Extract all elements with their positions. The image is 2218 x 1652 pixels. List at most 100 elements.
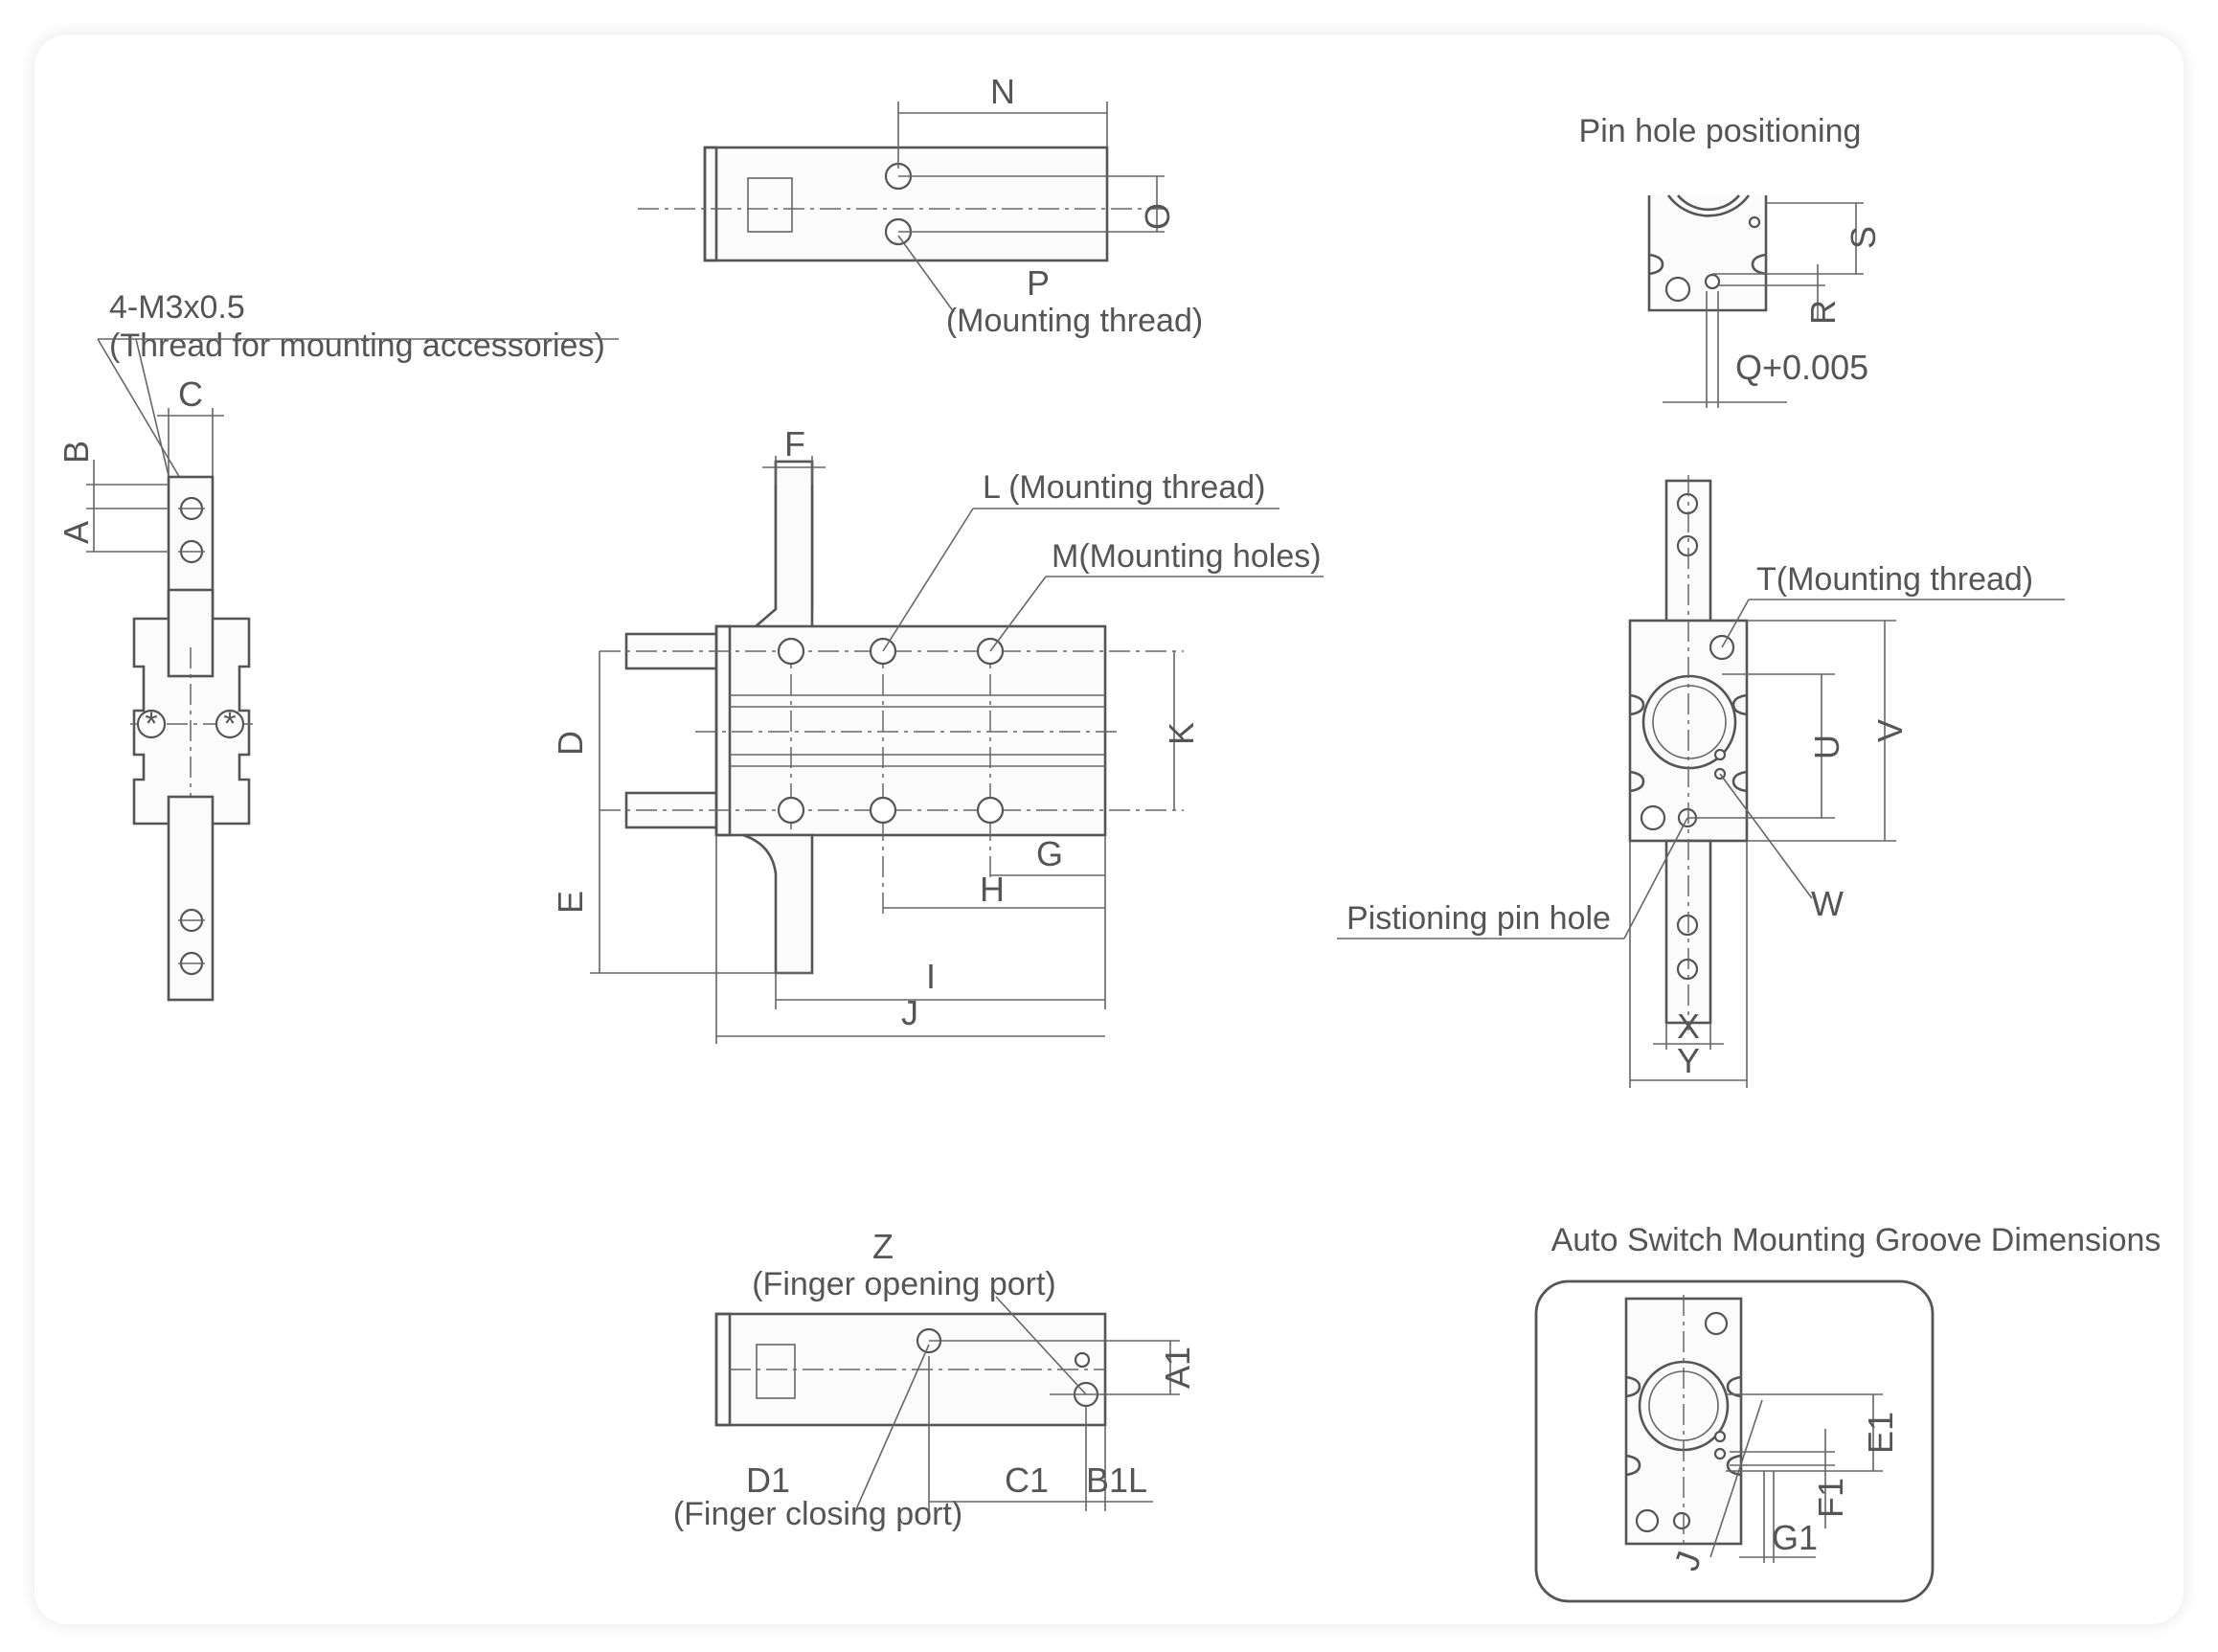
- drawing-card: N O P (Mounting thread) 4-M3x0.5 (Thread…: [34, 34, 2184, 1624]
- mounting-hole: [777, 637, 805, 666]
- bottom-view: Z (Finger opening port) A1 D1 (Finger cl…: [673, 1227, 1197, 1532]
- dim-c-label: C: [178, 374, 203, 414]
- dim-b1l-label: B1L: [1086, 1460, 1147, 1500]
- dim-n-label: N: [990, 72, 1015, 111]
- switch-groove-hole: [1713, 1430, 1727, 1443]
- switch-groove-notch: [1726, 1454, 1742, 1477]
- dim-p-note: (Mounting thread): [946, 303, 1203, 339]
- thread-spec-label: 4-M3x0.5: [109, 289, 245, 326]
- label-l: L (Mounting thread): [983, 469, 1265, 506]
- front-end-plate: [714, 624, 732, 837]
- pin-hole-title: Pin hole positioning: [1579, 113, 1862, 149]
- dim-j-label: J: [901, 993, 918, 1032]
- switch-groove-notch: [1625, 1375, 1641, 1398]
- bottom-small-hole: [1074, 1351, 1091, 1369]
- mounting-hole: [777, 796, 805, 825]
- dim-d1-label: D1: [746, 1460, 790, 1500]
- right-notch: [1731, 770, 1748, 793]
- front-main-body: [714, 624, 1107, 837]
- dim-w-label: W: [1811, 884, 1844, 923]
- screw-icon: [215, 709, 245, 739]
- bottom-slot: [756, 1344, 796, 1399]
- finger-hole: [1676, 914, 1699, 937]
- pin-hole: [1704, 273, 1721, 290]
- dim-j-leader: [1709, 1399, 1763, 1558]
- dim-d1-leader: [855, 1344, 930, 1510]
- label-t-leader: [1721, 599, 1750, 648]
- right-bore-inner: [1652, 685, 1727, 759]
- top-view-end-cap: [703, 146, 718, 262]
- right-notch: [1731, 693, 1748, 716]
- finger-hole: [1676, 958, 1699, 981]
- dim-e1-label: E1: [1861, 1412, 1900, 1454]
- mounting-thread: [869, 796, 897, 825]
- front-upper-finger-outline: [725, 460, 814, 654]
- right-notch: [1629, 693, 1645, 716]
- dim-s-label: S: [1844, 226, 1883, 249]
- pin-hole-notch: [1648, 253, 1664, 276]
- dim-u-label: U: [1807, 735, 1846, 759]
- right-bottom-thread: [1640, 804, 1666, 831]
- dim-p-label: P: [1027, 263, 1050, 303]
- screw-icon: [136, 709, 167, 739]
- switch-groove-title: Auto Switch Mounting Groove Dimensions: [1551, 1222, 2161, 1258]
- right-view: T(Mounting thread) U V W Pistioning pin …: [1337, 475, 2065, 1088]
- dim-k-label: K: [1162, 722, 1201, 745]
- dim-e-label: E: [551, 891, 590, 914]
- dim-b-label: B: [57, 441, 96, 464]
- pin-hole-notch: [1751, 253, 1767, 276]
- switch-groove-hole: [1713, 1447, 1727, 1460]
- switch-groove-view: Auto Switch Mounting Groove Dimensions E…: [1534, 1222, 2161, 1603]
- dim-f1-label: F1: [1811, 1478, 1850, 1518]
- right-notch: [1629, 770, 1645, 793]
- switch-groove-frame: [1534, 1279, 1935, 1603]
- dim-j-label-groove: J: [1666, 1546, 1709, 1575]
- dim-g1-label: G1: [1772, 1518, 1818, 1557]
- left-finger-view: 4-M3x0.5 (Thread for mounting accessorie…: [57, 289, 619, 1002]
- thread-note-label: (Thread for mounting accessories): [109, 328, 605, 364]
- dim-p-leader: [897, 235, 955, 313]
- dim-d1-note: (Finger closing port): [673, 1496, 962, 1532]
- dim-y-label: Y: [1677, 1041, 1700, 1080]
- top-view: N O P (Mounting thread): [638, 72, 1203, 339]
- pin-hole-bore-inner: [1677, 194, 1740, 212]
- screw-mark: *: [223, 706, 236, 742]
- dim-i-label: I: [926, 957, 936, 996]
- right-bore: [1641, 674, 1737, 770]
- dim-a1-label: A1: [1158, 1346, 1197, 1389]
- dim-h-label: H: [980, 870, 1005, 909]
- dim-g-label: G: [1036, 834, 1063, 873]
- finger-hole: [1676, 534, 1699, 557]
- dim-z-label: Z: [872, 1227, 894, 1266]
- front-view: F L (Mounting thread) M(Mounting holes): [551, 424, 1324, 1044]
- label-pin-leader: [1623, 817, 1688, 939]
- dim-r-label: R: [1803, 300, 1843, 325]
- switch-groove-notch: [1625, 1454, 1641, 1477]
- switch-groove-hole: [1713, 748, 1727, 761]
- label-l-leader: [882, 508, 974, 652]
- pin-hole-small: [1748, 215, 1761, 229]
- top-view-body: [703, 146, 1109, 262]
- pin-hole-bore: [1666, 194, 1751, 217]
- dim-o-label: O: [1138, 203, 1177, 230]
- thread-leader: [97, 338, 185, 486]
- dim-z-note: (Finger opening port): [752, 1266, 1056, 1302]
- dim-x-label: X: [1677, 1007, 1700, 1046]
- technical-drawing: N O P (Mounting thread) 4-M3x0.5 (Thread…: [57, 72, 2161, 1603]
- switch-groove-pin: [1672, 1511, 1691, 1530]
- finger-hole: [1676, 492, 1699, 515]
- dim-v-label: V: [1870, 719, 1910, 742]
- label-m-leader: [989, 576, 1047, 652]
- dim-w-leader: [1719, 773, 1813, 899]
- top-view-slot: [747, 177, 793, 233]
- mounting-hole: [976, 796, 1005, 825]
- screw-mark: *: [145, 706, 157, 742]
- dim-a-label: A: [57, 521, 96, 544]
- pin-hole-view: Pin hole positioning S R Q+0.005: [1579, 113, 1883, 408]
- front-lower-finger: [742, 833, 814, 975]
- switch-groove-thread: [1704, 1311, 1729, 1336]
- label-t: T(Mounting thread): [1756, 561, 2033, 598]
- label-m: M(Mounting holes): [1052, 538, 1322, 575]
- dim-q-label: Q+0.005: [1735, 348, 1868, 387]
- gripper-body-side: [132, 617, 251, 826]
